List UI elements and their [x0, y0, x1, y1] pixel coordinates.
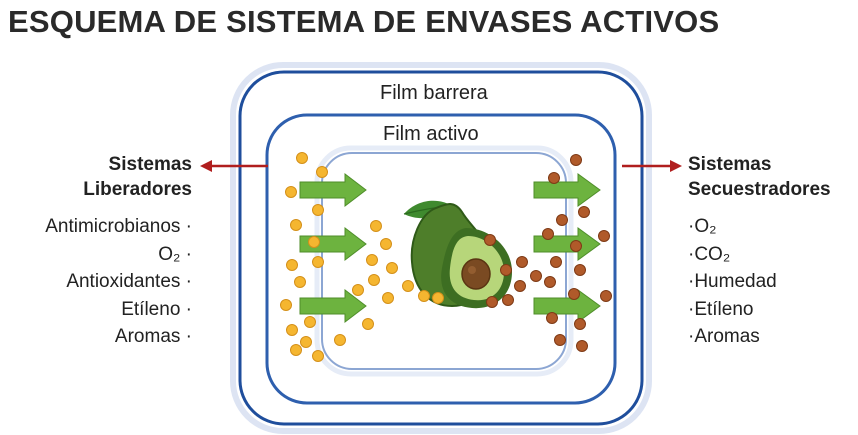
brown-particle-icon: [530, 270, 542, 282]
brown-particle-icon: [554, 334, 566, 346]
list-item: O₂: [45, 241, 192, 269]
list-item: Antimicrobianos: [45, 213, 192, 241]
yellow-particle-icon: [380, 238, 392, 250]
barrier-film: [230, 62, 652, 434]
release-systems-heading: Sistemas Liberadores: [83, 152, 192, 202]
brown-particle-icon: [514, 280, 526, 292]
brown-particle-icon: [516, 256, 528, 268]
heading-line: Secuestradores: [688, 179, 831, 200]
list-item: Aromas: [45, 323, 192, 351]
brown-particle-icon: [484, 234, 496, 246]
brown-particle-icon: [578, 206, 590, 218]
brown-particle-icon: [574, 318, 586, 330]
brown-particle-icon: [544, 276, 556, 288]
avocado-icon: [403, 200, 512, 309]
yellow-particle-icon: [304, 316, 316, 328]
yellow-particle-icon: [418, 290, 430, 302]
brown-particle-icon: [502, 294, 514, 306]
list-item: Aromas: [688, 323, 777, 351]
list-item: Humedad: [688, 268, 776, 296]
brown-particle-icon: [550, 256, 562, 268]
yellow-particle-icon: [362, 318, 374, 330]
yellow-particle-icon: [382, 292, 394, 304]
yellow-particle-icon: [366, 254, 378, 266]
yellow-particle-icon: [308, 236, 320, 248]
list-item: CO₂: [688, 241, 777, 269]
yellow-particle-icon: [280, 299, 292, 311]
yellow-particle-icon: [312, 204, 324, 216]
list-item: Etíleno: [688, 296, 777, 324]
brown-particle-icon: [598, 230, 610, 242]
brown-particle-icon: [546, 312, 558, 324]
brown-particle-icon: [500, 264, 512, 276]
brown-particle-icon: [574, 264, 586, 276]
yellow-particle-icon: [386, 262, 398, 274]
yellow-particle-icon: [334, 334, 346, 346]
list-item: Antioxidantes: [45, 268, 192, 296]
red-arrow-icon: [622, 160, 682, 172]
brown-particle-icon: [576, 340, 588, 352]
green-arrow-icon: [299, 288, 367, 324]
active-film: [265, 113, 617, 405]
scavenging-systems-list: O₂ CO₂ Humedad Etíleno Aromas: [688, 213, 777, 351]
released-particles: [280, 152, 444, 362]
brown-particle-icon: [548, 172, 560, 184]
list-item: O₂: [688, 213, 777, 241]
yellow-particle-icon: [432, 292, 444, 304]
release-systems-list: Antimicrobianos O₂ Antioxidantes Etíleno…: [45, 213, 192, 351]
yellow-particle-icon: [285, 186, 297, 198]
heading-line: Sistemas: [688, 154, 772, 175]
heading-line: Sistemas: [108, 154, 192, 175]
brown-particle-icon: [556, 214, 568, 226]
outward-arrows: [200, 160, 682, 172]
brown-particle-icon: [600, 290, 612, 302]
green-arrow-icon: [299, 226, 367, 262]
scavenging-systems-heading: Sistemas Secuestradores: [688, 152, 831, 202]
yellow-particle-icon: [352, 284, 364, 296]
yellow-particle-icon: [286, 259, 298, 271]
yellow-particle-icon: [286, 324, 298, 336]
yellow-particle-icon: [402, 280, 414, 292]
yellow-particle-icon: [312, 350, 324, 362]
yellow-particle-icon: [290, 219, 302, 231]
yellow-particle-icon: [316, 166, 328, 178]
brown-particle-icon: [486, 296, 498, 308]
brown-particle-icon: [542, 228, 554, 240]
active-film-label: Film activo: [383, 123, 479, 145]
brown-particle-icon: [570, 154, 582, 166]
absorb-arrows: [533, 173, 601, 323]
yellow-particle-icon: [296, 152, 308, 164]
barrier-film-label: Film barrera: [380, 82, 488, 104]
yellow-particle-icon: [312, 256, 324, 268]
release-arrows: [299, 172, 367, 324]
list-item: Etíleno: [45, 296, 192, 324]
brown-particle-icon: [570, 240, 582, 252]
yellow-particle-icon: [300, 336, 312, 348]
absorbed-particles: [484, 154, 612, 352]
yellow-particle-icon: [294, 276, 306, 288]
page-title: ESQUEMA DE SISTEMA DE ENVASES ACTIVOS: [8, 4, 720, 39]
red-arrow-icon: [200, 160, 268, 172]
yellow-particle-icon: [368, 274, 380, 286]
green-arrow-icon: [299, 172, 367, 208]
yellow-particle-icon: [370, 220, 382, 232]
brown-particle-icon: [568, 288, 580, 300]
yellow-particle-icon: [290, 344, 302, 356]
heading-line: Liberadores: [83, 179, 192, 200]
